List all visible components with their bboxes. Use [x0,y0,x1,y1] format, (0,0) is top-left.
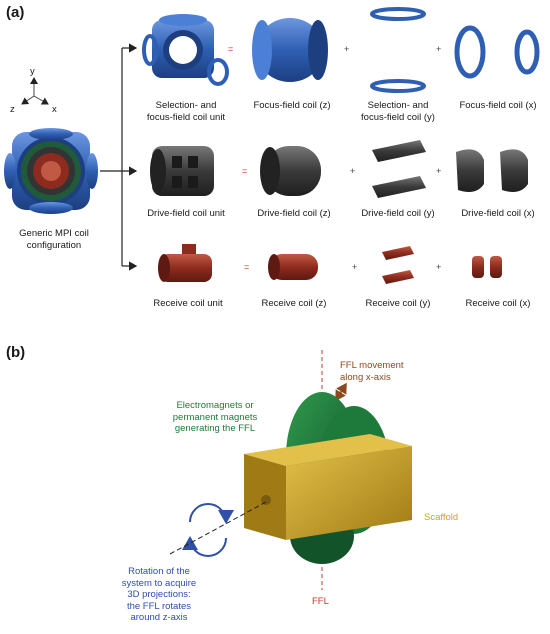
axis-label-z: z [10,104,15,115]
receive-coil-x-icon [472,256,502,278]
rotation-line3: 3D projections: [127,589,191,600]
scaffold [244,434,412,540]
plus-sign-row1-a: + [344,44,350,54]
receive-unit-icon [158,244,212,282]
plus-sign-row3-b: + [436,262,442,272]
rotation-line2: system to acquire [121,577,197,589]
drive-unit-label: Drive-field coil unit [147,208,225,219]
receive-coil-z-icon [268,254,318,280]
focus-field-coil-y-icon [370,7,426,93]
generic-label-line1: Generic MPI coil [19,228,89,239]
scaffold-label: Scaffold [424,512,459,523]
focus-coil-x-label: Focus-field coil (x) [459,100,537,111]
axis-label-y: y [30,66,35,77]
selection-unit-line1: Selection- and [155,100,217,111]
plus-sign-row1-b: + [436,44,442,54]
magnets-line1: Electromagnets or [176,400,254,411]
selection-focus-unit-icon [142,14,229,86]
equals-sign-row3: = [244,262,250,272]
drive-field-coil-y-icon [372,140,426,198]
z-axis-dashed [169,501,267,555]
receive-coil-y-icon [382,246,414,284]
rotation-line4: the FFL rotates [126,600,192,612]
plus-sign-row2-a: + [350,166,356,176]
equals-sign-row1: = [228,44,234,54]
generic-coil-configuration [4,128,98,214]
plus-sign-row2-b: + [436,166,442,176]
drive-field-coil-x-icon [456,149,528,192]
ffl-movement-label: FFL movement along x-axis [340,360,404,383]
selection-unit-line2: focus-field coil unit [146,111,226,123]
ffl-movement-line2: along x-axis [340,371,391,383]
panel-label-b: (b) [6,344,26,361]
drive-field-unit-icon [150,146,214,196]
drive-coil-z-label: Drive-field coil (z) [257,208,331,219]
selection-coil-y-label: Selection- and focus-field coil (y) [352,100,444,123]
generic-label-line2: configuration [26,239,82,251]
ffl-movement-line1: FFL movement [340,360,404,371]
axis-label-x: x [52,104,57,115]
generic-label: Generic MPI coil configuration [6,228,102,251]
rotation-indicator [182,503,234,557]
selection-unit-label: Selection- and focus-field coil unit [138,100,234,123]
magnets-line3: generating the FFL [174,423,256,434]
receive-coil-z-label: Receive coil (z) [261,298,327,309]
focus-field-coil-x-icon [454,25,540,79]
receive-unit-label: Receive coil unit [153,298,223,309]
selection-coil-y-line2: focus-field coil (y) [361,111,435,123]
connector-arrows [100,43,138,271]
ffl-movement-arrow [335,382,347,402]
equals-sign-row2: = [242,166,248,176]
ffl-label: FFL [312,596,329,607]
focus-coil-z-label: Focus-field coil (z) [253,100,331,111]
focus-field-coil-z-icon [252,18,328,82]
plus-sign-row3-a: + [352,262,358,272]
receive-coil-x-label: Receive coil (x) [465,298,531,309]
receive-coil-y-label: Receive coil (y) [365,298,431,309]
drive-coil-y-label: Drive-field coil (y) [361,208,435,219]
selection-coil-y-line1: Selection- and [367,100,429,111]
rotation-line1: Rotation of the [128,566,190,577]
drive-field-coil-z-icon [260,146,321,196]
axis-triad [21,77,49,105]
panel-label-a: (a) [6,4,25,21]
rotation-line5: around z-axis [130,612,188,623]
magnets-label: Electromagnets or permanent magnets gene… [160,400,270,435]
rotation-label: Rotation of the system to acquire 3D pro… [104,566,214,624]
magnets-line2: permanent magnets [172,411,258,423]
drive-coil-x-label: Drive-field coil (x) [461,208,535,219]
